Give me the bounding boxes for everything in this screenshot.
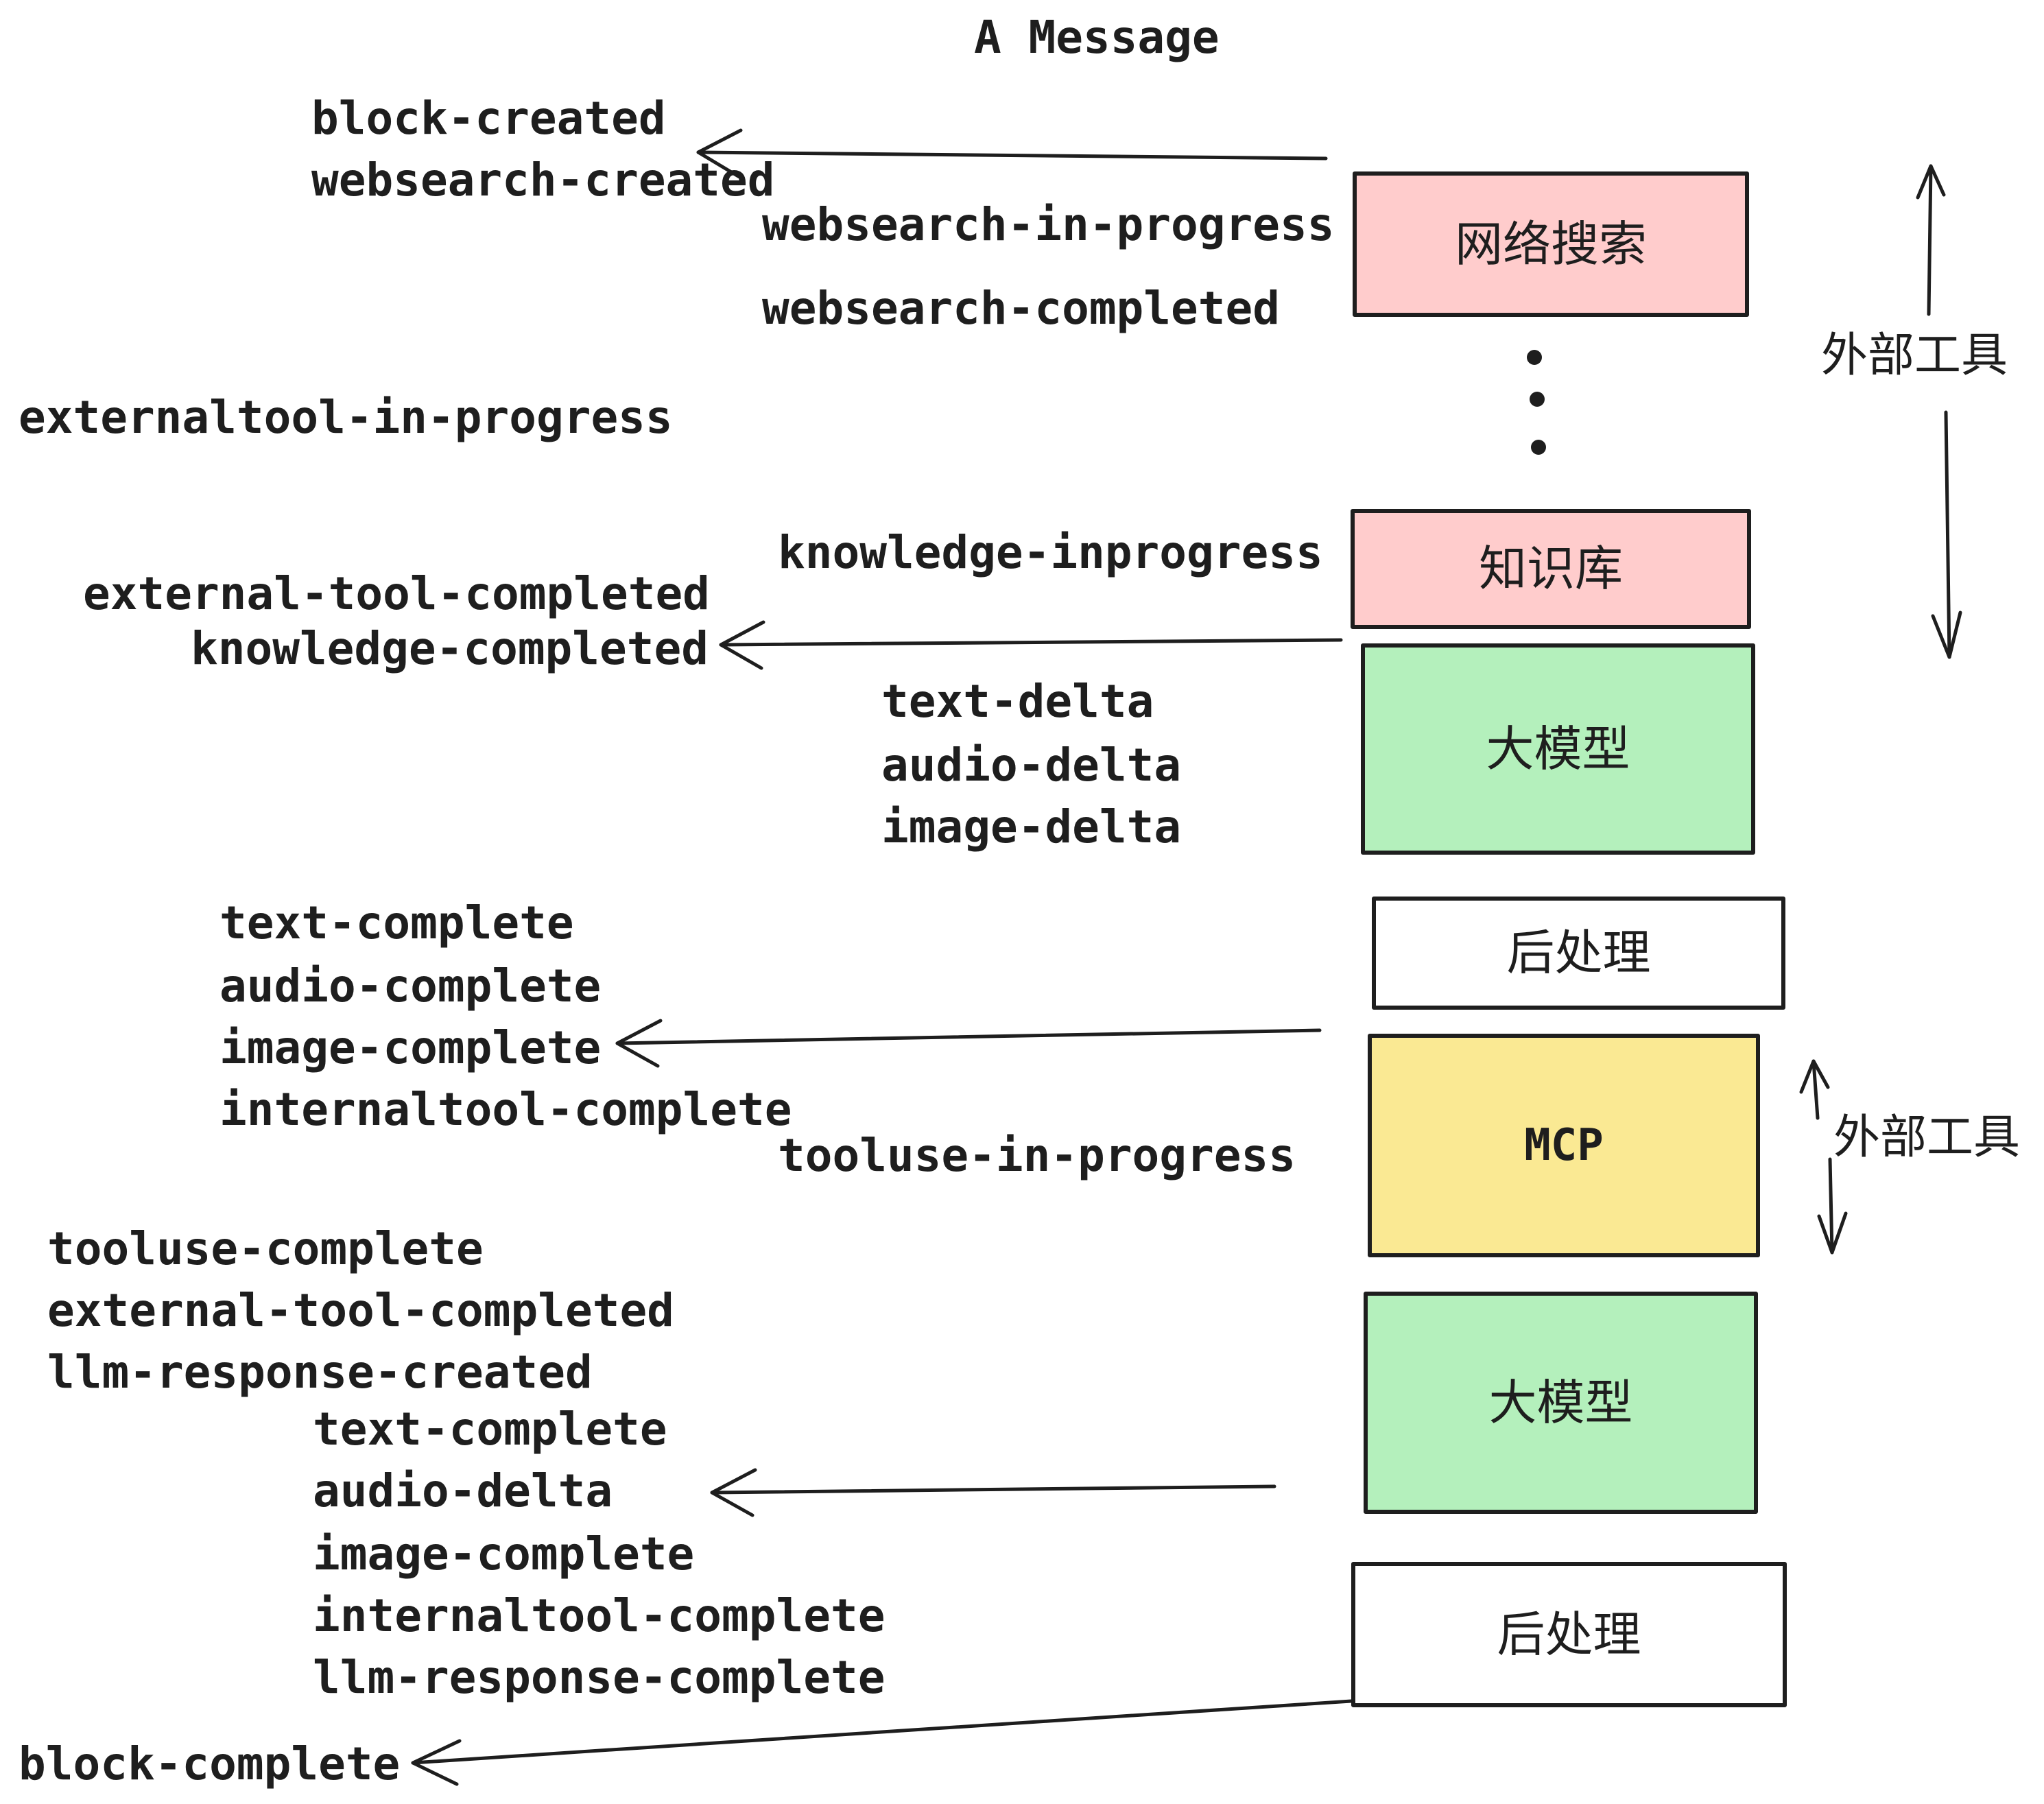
event-label-text-complete-top: text-complete: [219, 897, 574, 949]
event-label-llm-response-complete: llm-response-complete: [313, 1651, 886, 1704]
event-label-image-delta-top: image-delta: [881, 800, 1182, 853]
event-label-image-complete-bottom: image-complete: [313, 1528, 695, 1580]
external-tools-label-bottom: 外部工具: [1833, 1111, 2021, 1165]
diagram-title: A Message: [974, 11, 1220, 64]
event-label-audio-complete-bottom: audio-delta: [313, 1464, 613, 1517]
box-web-search-label: 网络搜索: [1455, 215, 1647, 272]
arrow-to-websearch-created: [696, 128, 1328, 179]
event-label-audio-delta-top: audio-delta: [881, 739, 1182, 792]
box-llm-bottom: 大模型: [1364, 1292, 1758, 1514]
external-tools-label-top: 外部工具: [1821, 329, 2008, 383]
event-label-block-complete: block-complete: [19, 1737, 401, 1790]
event-label-external-tool-completed-bottom: external-tool-completed: [47, 1284, 674, 1337]
box-post-process-bottom-label: 后处理: [1497, 1606, 1641, 1663]
event-label-websearch-in-progress: websearch-in-progress: [762, 198, 1335, 251]
ellipsis-dots: [1527, 350, 1546, 455]
event-label-external-tool-completed-top: external-tool-completed: [83, 567, 710, 620]
external-tools-down-arrow-bottom: [1817, 1157, 1848, 1255]
event-label-internaltool-complete-bottom: internaltool-complete: [313, 1589, 886, 1642]
event-label-tooluse-complete: tooluse-complete: [47, 1222, 484, 1275]
box-knowledge-base-label: 知识库: [1479, 541, 1623, 597]
arrow-to-image-complete: [615, 1019, 1322, 1068]
box-post-process-top-label: 后处理: [1506, 925, 1651, 982]
arrow-to-audio-complete: [710, 1468, 1276, 1517]
external-tools-down-arrow-top: [1931, 410, 1962, 659]
event-label-audio-complete-top: audio-complete: [219, 960, 602, 1012]
event-label-block-created: block-created: [311, 92, 666, 145]
box-post-process-top: 后处理: [1372, 897, 1785, 1010]
event-label-knowledge-inprogress: knowledge-inprogress: [778, 526, 1323, 579]
event-label-text-delta-top: text-delta: [881, 675, 1154, 728]
box-knowledge-base: 知识库: [1351, 509, 1751, 629]
event-label-websearch-created: websearch-created: [311, 154, 775, 206]
event-label-websearch-completed: websearch-completed: [762, 282, 1280, 335]
event-label-internaltool-complete-top: internaltool-complete: [219, 1083, 792, 1136]
arrow-to-block-complete: [411, 1699, 1353, 1786]
box-llm-bottom-label: 大模型: [1488, 1374, 1633, 1431]
event-label-tooluse-in-progress: tooluse-in-progress: [778, 1129, 1296, 1182]
event-label-image-complete-top: image-complete: [219, 1021, 602, 1074]
event-label-text-complete-bottom: text-complete: [313, 1403, 667, 1456]
event-label-knowledge-completed: knowledge-completed: [191, 622, 709, 675]
box-llm-top: 大模型: [1361, 643, 1755, 855]
box-llm-top-label: 大模型: [1486, 720, 1630, 777]
external-tools-up-arrow-bottom: [1799, 1059, 1830, 1120]
box-mcp: MCP: [1368, 1034, 1760, 1257]
box-mcp-label: MCP: [1524, 1120, 1604, 1171]
arrow-to-knowledge-completed: [719, 620, 1343, 670]
box-post-process-bottom: 后处理: [1351, 1562, 1787, 1707]
box-web-search: 网络搜索: [1353, 171, 1749, 317]
event-label-llm-response-created: llm-response-created: [47, 1346, 593, 1399]
event-label-externaltool-in-progress: externaltool-in-progress: [19, 391, 673, 444]
external-tools-up-arrow-top: [1916, 164, 1946, 316]
